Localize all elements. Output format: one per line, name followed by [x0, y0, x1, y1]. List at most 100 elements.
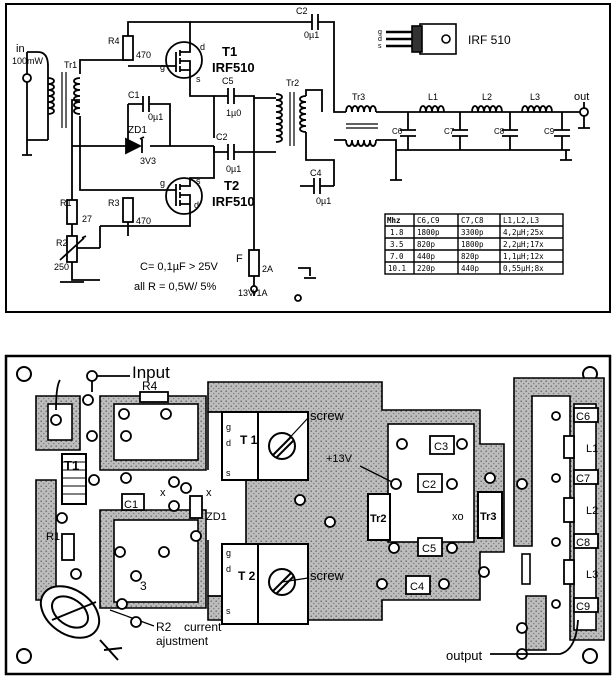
r2-label: R2 — [56, 238, 68, 248]
table-cell: 220p — [417, 264, 436, 273]
c4-capacitor — [300, 178, 334, 194]
pkg-pin-d: d — [378, 36, 382, 43]
t2-mosfet-label: T 2 — [238, 569, 256, 583]
xo-marker: xo — [452, 511, 464, 523]
output-filter — [396, 102, 590, 161]
table-cell: 1800p — [417, 228, 440, 237]
c2-mid-value: 0µ1 — [226, 164, 241, 174]
plus13v-label: +13V — [326, 453, 353, 465]
schematic-frame — [5, 3, 611, 313]
mounting-hole — [16, 648, 32, 664]
table-cell: 0,55µH;8x — [503, 264, 544, 273]
t2-mosfet-body — [221, 543, 309, 625]
c1-label: C1 — [128, 90, 140, 100]
l2-component — [563, 497, 575, 523]
note-resistors: all R = 0,5W/ 5% — [134, 281, 216, 293]
l3-component — [563, 559, 575, 585]
r1-label: R1 — [46, 531, 60, 543]
table-cell: 440p — [461, 264, 480, 273]
tr1-label: Tr1 — [64, 60, 77, 70]
r1-value: 27 — [82, 214, 92, 224]
c3-label: C3 — [434, 441, 448, 453]
r1-component — [61, 533, 75, 561]
c1-component — [121, 493, 145, 511]
c2-mid-capacitor — [213, 144, 254, 160]
c2-top-capacitor — [190, 14, 346, 113]
out-label: out — [574, 91, 589, 103]
r1-r2-resistors — [59, 186, 100, 283]
supply-label: 13V/1A — [238, 288, 268, 298]
c5-value: 1µ0 — [226, 108, 241, 118]
t2-pin-d: d — [194, 200, 199, 210]
c2-top-label: C2 — [296, 6, 308, 16]
c6-label: C6 — [576, 411, 590, 423]
table-cell: 820p — [417, 240, 436, 249]
tr2-label: Tr2 — [286, 78, 299, 88]
tr2-component — [367, 493, 391, 541]
table-cell: 10.1 — [388, 264, 406, 273]
l2-label: L2 — [482, 92, 492, 102]
r4-component — [139, 391, 169, 403]
screw1-label: screw — [310, 408, 345, 423]
t1-mosfet-body — [221, 411, 309, 481]
fuse-and-supply — [248, 152, 316, 302]
irf510-package — [386, 23, 457, 55]
r2-label: R2 — [156, 620, 172, 634]
input-power: 100mW — [12, 56, 44, 66]
c7-label: C7 — [444, 127, 455, 136]
tr1-transformer — [47, 48, 129, 191]
pkg-label: IRF 510 — [468, 33, 511, 47]
r2-value: 250 — [54, 262, 69, 272]
t1-pin-g: g — [160, 62, 165, 72]
fuse-label: F — [236, 253, 243, 265]
c4-value: 0µ1 — [316, 196, 331, 206]
table-row: 1.8 1800p 3300p 4,2µH;25x — [390, 228, 544, 237]
input-pad — [86, 370, 98, 382]
t1-board-label: T1 — [64, 458, 79, 473]
tr3-transformer — [334, 105, 580, 181]
c9-label: C9 — [544, 127, 555, 136]
l3-label: L3 — [586, 569, 598, 581]
c8-label: C8 — [576, 537, 590, 549]
table-row: 3.5 820p 1800p 2,2µH;17x — [390, 240, 544, 249]
table-row: 7.0 440p 820p 1,1µH;12x — [390, 252, 544, 261]
t1-pin-d: d — [200, 42, 205, 52]
table-header: Mhz C6,C9 C7,C8 L1,L2,L3 — [387, 216, 539, 225]
c4-component — [405, 575, 431, 595]
t2-pin-s: s — [226, 606, 231, 616]
c4-label: C4 — [310, 168, 322, 178]
table-cell: 3.5 — [390, 240, 404, 249]
zd1-label: ZD1 — [206, 511, 227, 523]
c1-value: 0µ1 — [148, 112, 163, 122]
r2-desc-2: ajustment — [156, 634, 209, 648]
c2-label: C2 — [422, 479, 436, 491]
table-header-cell: Mhz — [387, 216, 401, 225]
screw-leader-lines — [281, 417, 309, 583]
c2-top-value: 0µ1 — [304, 30, 319, 40]
r4-value: 470 — [136, 50, 151, 60]
table-cell: 7.0 — [390, 252, 404, 261]
table-cell: 4,2µH;25x — [503, 228, 544, 237]
t2-pin-s: s — [196, 176, 201, 186]
c6-component — [573, 407, 599, 423]
schematic: in 100mW Tr1 R4 470 g d s T1 IRF — [5, 3, 611, 313]
solder-pads — [50, 394, 561, 634]
tr3-component — [477, 491, 503, 539]
zd1-label: ZD1 — [128, 125, 147, 136]
t1-label: T1 — [222, 44, 237, 59]
r3-label: 3 — [140, 579, 147, 593]
c7-component — [573, 469, 599, 485]
r4-label: R4 — [108, 36, 120, 46]
zd1-component — [189, 495, 203, 519]
l3-label: L3 — [530, 92, 540, 102]
r4-resistor — [122, 21, 191, 61]
t1-pin-s: s — [196, 74, 201, 84]
table-row: 10.1 220p 440p 0,55µH;8x — [388, 264, 544, 273]
c1-label: C1 — [124, 499, 138, 511]
c5-capacitor — [214, 88, 255, 148]
tr2-label: Tr2 — [370, 513, 387, 525]
c8-component — [573, 533, 599, 549]
table-header-cell: C6,C9 — [417, 216, 440, 225]
zd1-zener — [72, 136, 214, 155]
r1-label: R1 — [60, 198, 72, 208]
